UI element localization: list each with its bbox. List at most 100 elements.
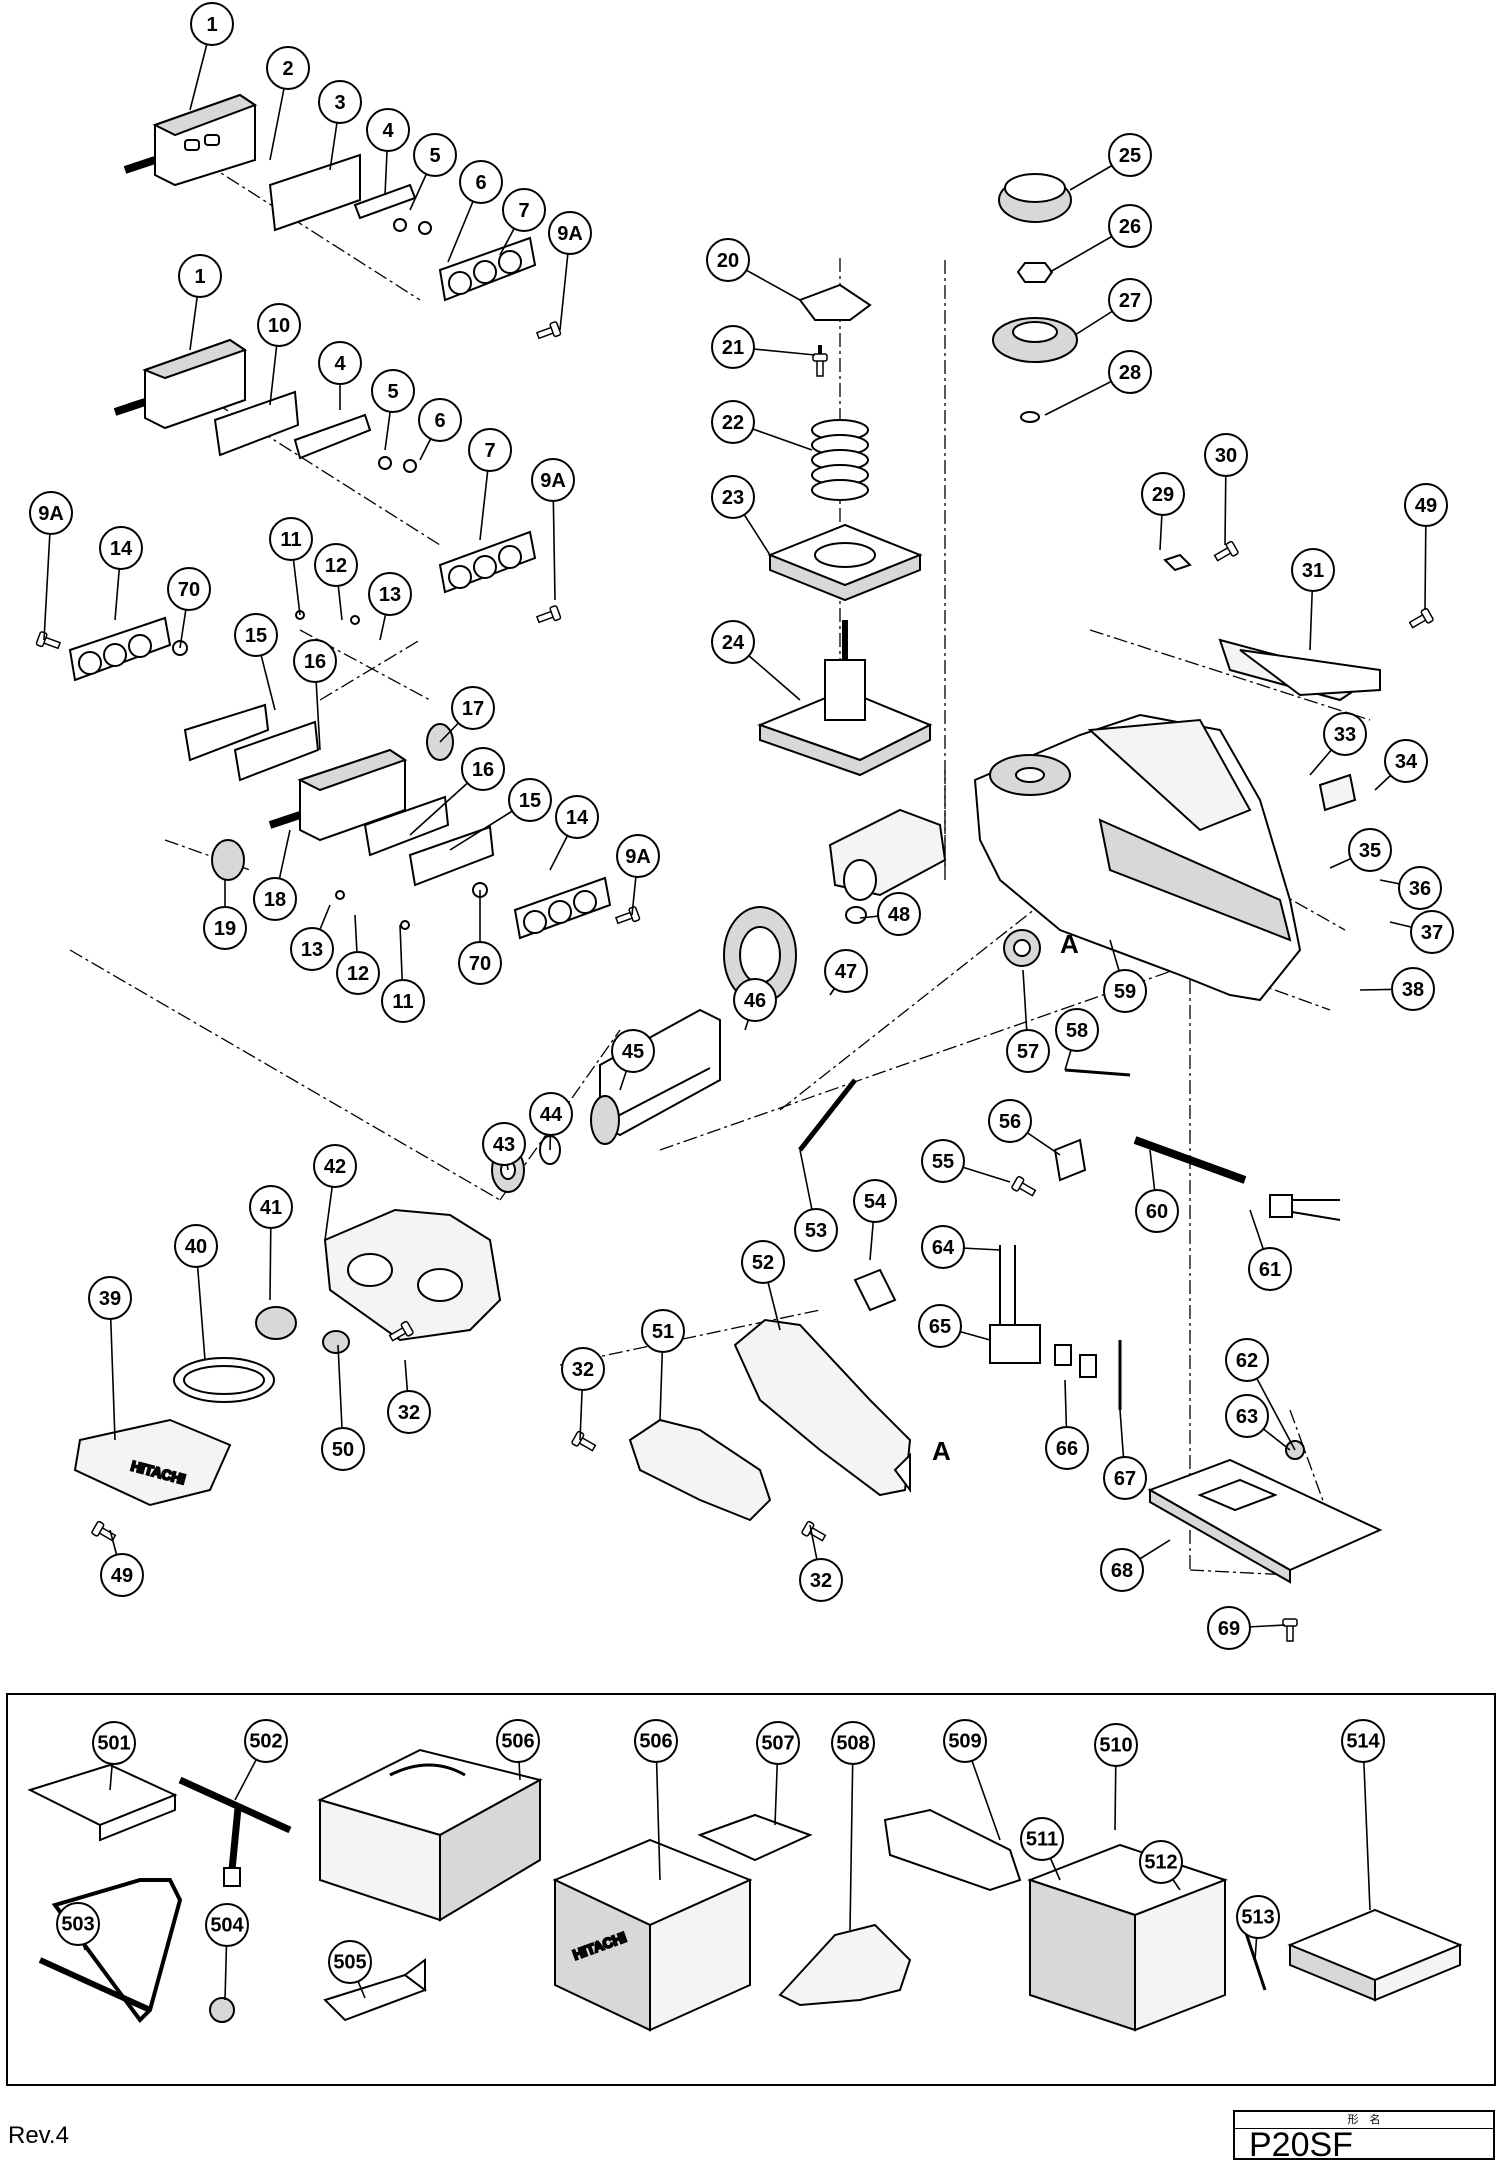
part-callout-number: 67 <box>1114 1468 1136 1490</box>
accessory-callout-number: 502 <box>249 1730 282 1752</box>
part-callout-circle <box>1141 472 1185 516</box>
part-callout-number: 9A <box>38 503 64 525</box>
part-callout-circle <box>371 369 415 413</box>
accessory-callout-number: 511 <box>1026 1828 1058 1850</box>
part-callout-number: 60 <box>1146 1201 1168 1223</box>
part-callout-circle <box>706 238 750 282</box>
part-callout-number: 13 <box>301 939 323 961</box>
part-callout-number: 37 <box>1421 922 1443 944</box>
part-callout-circle <box>368 572 412 616</box>
part-callout-circle <box>387 1390 431 1434</box>
accessory-callout-leader-line <box>655 1740 661 1881</box>
part-callout-circle <box>1410 910 1454 954</box>
accessory-callout-number: 506 <box>501 1730 534 1752</box>
part-callout-number: 58 <box>1066 1020 1088 1042</box>
accessory-fence-503 <box>51 1878 183 2024</box>
part-callout-number: 69 <box>1218 1618 1240 1640</box>
title-block: 形 名 P20SF <box>1233 2110 1495 2162</box>
part-callout-circle <box>853 1179 897 1223</box>
part-callout-circle <box>733 978 777 1022</box>
part-callout-circle <box>502 188 546 232</box>
part-callout-circle <box>167 567 211 611</box>
part-callout-circle <box>1135 1189 1179 1233</box>
accessory-callout-circle <box>1020 1817 1064 1861</box>
accessory-callout-circle <box>756 1721 800 1765</box>
part-callout-number: 17 <box>462 698 484 720</box>
part-callout-circle <box>741 1240 785 1284</box>
part-callout-circle <box>1108 204 1152 248</box>
part-callout-circle <box>561 1347 605 1391</box>
part-callout-circle <box>1204 433 1248 477</box>
part-callout-number: 52 <box>752 1252 774 1274</box>
part-callout-circle <box>1055 1008 1099 1052</box>
part-callout-number: 16 <box>472 759 494 781</box>
part-callout-number: 11 <box>392 991 413 1013</box>
part-callout-circle <box>482 1122 526 1166</box>
part-callout-number: 5 <box>429 145 440 167</box>
part-callout-number: 49 <box>111 1565 133 1587</box>
part-callout-number: 7 <box>484 440 495 462</box>
accessory-callout-number: 501 <box>97 1732 130 1754</box>
part-callout-circle <box>711 400 755 444</box>
accessory-callout-number: 503 <box>61 1913 94 1935</box>
part-callout-number: 56 <box>999 1111 1021 1133</box>
main-housing <box>973 553 1381 1002</box>
part-callout-circle <box>249 1185 293 1229</box>
part-callout-circle <box>921 1225 965 1269</box>
part-callout-number: 20 <box>717 250 739 272</box>
part-callout-circle <box>1045 1426 1089 1470</box>
part-callout-number: 44 <box>540 1104 563 1126</box>
accessory-callout-circle <box>328 1940 372 1984</box>
part-callout-circle <box>1225 1338 1269 1382</box>
part-callout-number: 9A <box>557 223 583 245</box>
part-callout-circle <box>293 639 337 683</box>
accessory-callout-number: 509 <box>948 1730 981 1752</box>
part-callout-circle <box>413 133 457 177</box>
part-callout-circle <box>178 254 222 298</box>
accessory-callout-circle <box>831 1721 875 1765</box>
part-callout-number: 51 <box>652 1321 674 1343</box>
part-callout-circle <box>531 458 575 502</box>
part-callout-circle <box>1108 278 1152 322</box>
accessory-wrench-502 <box>178 1776 292 1834</box>
part-callout-leader-line <box>109 1297 116 1441</box>
accessory-callout-circle <box>1094 1723 1138 1767</box>
part-callout-circle <box>253 877 297 921</box>
part-callout-number: 28 <box>1119 362 1141 384</box>
cord-and-switch <box>989 1068 1341 1460</box>
part-callout-circle <box>257 303 301 347</box>
accessory-callout-number: 514 <box>1346 1730 1380 1752</box>
accessory-callout-number: 510 <box>1099 1734 1132 1756</box>
part-callout-circle <box>174 1224 218 1268</box>
part-callout-circle <box>1404 483 1448 527</box>
part-callout-number: 2 <box>282 58 293 80</box>
part-callout-circle <box>1103 969 1147 1013</box>
base-plate <box>1147 1458 1383 1584</box>
accessory-callout-number: 504 <box>210 1914 244 1936</box>
part-callout-number: 13 <box>379 584 401 606</box>
handle-parts <box>628 1268 912 1522</box>
part-callout-number: 27 <box>1119 290 1141 312</box>
part-callout-number: 22 <box>722 412 744 434</box>
belt-drive-parts: HITACHI <box>73 1208 502 1507</box>
part-callout-circle <box>1225 1394 1269 1438</box>
connection-marker-a-top: A <box>1060 929 1079 959</box>
part-callout-circle <box>418 398 462 442</box>
part-callout-number: 42 <box>324 1156 346 1178</box>
part-callout-number: 15 <box>519 790 541 812</box>
part-callout-circle <box>459 160 503 204</box>
depth-adjust-parts <box>757 173 1078 777</box>
part-callout-number: 55 <box>932 1151 954 1173</box>
part-callout-number: 54 <box>864 1191 887 1213</box>
part-callout-circle <box>366 108 410 152</box>
accessories-frame <box>6 1693 1496 2086</box>
part-callout-circle <box>381 979 425 1023</box>
revision-label: Rev.4 <box>8 2122 69 2149</box>
part-callout-circle <box>269 517 313 561</box>
part-callout-number: 62 <box>1236 1350 1258 1372</box>
part-callout-circle <box>1398 866 1442 910</box>
part-callout-circle <box>461 747 505 791</box>
accessory-callout-number: 513 <box>1241 1906 1274 1928</box>
accessory-chip-guide-508 <box>778 1923 912 2007</box>
part-callout-circle <box>918 1304 962 1348</box>
